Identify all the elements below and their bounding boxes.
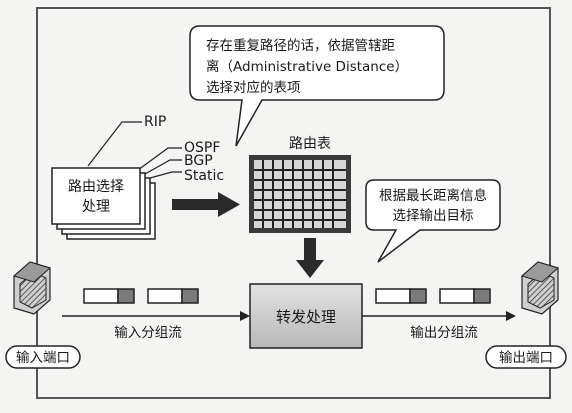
arrow-table-to-forwarding [296,238,324,278]
input-port-label: 输入端口 [16,350,70,366]
protocol-label-rip: RIP [144,114,166,130]
routing-table-grid [249,155,351,233]
forwarding-label: 转发处理 [276,308,336,326]
callout-admin-distance-line2: 离（Administrative Distance） [206,58,408,75]
protocol-label-static: Static [184,168,224,184]
routing-process-label-line2: 处理 [82,199,110,215]
arrow-process-to-table [172,192,240,217]
callout-longest-match [365,179,501,263]
output-packet-2 [439,288,491,304]
output-flow-arrow [362,311,516,321]
output-port-badge [485,345,567,369]
callout-admin-distance [189,25,445,147]
routing-table-title: 路由表 [289,136,331,152]
routing-process-label-line1: 路由选择 [68,179,124,195]
input-flow-label: 输入分组流 [114,325,182,341]
output-port-label: 输出端口 [499,350,553,366]
protocol-leader-lines [87,121,182,179]
protocol-label-ospf: OSPF [184,140,220,156]
output-port-icon [520,261,560,315]
callout-longest-match-line1: 根据最长距离信息 [379,187,487,204]
input-flow-arrow [62,311,250,321]
input-packet-1 [83,288,135,304]
callout-admin-distance-line3: 选择对应的表项 [206,79,301,96]
protocol-label-bgp: BGP [184,153,213,169]
routing-process-stack [51,167,156,240]
callout-admin-distance-line1: 存在重复路径的话，依据管辖距 [206,37,395,54]
input-port-icon [12,261,52,315]
output-packet-1 [375,288,427,304]
callout-longest-match-line2: 选择输出目标 [393,208,474,224]
input-port-badge [5,345,81,369]
output-flow-label: 输出分组流 [410,325,478,341]
input-packet-2 [147,288,199,304]
router-boundary-frame [36,7,551,399]
